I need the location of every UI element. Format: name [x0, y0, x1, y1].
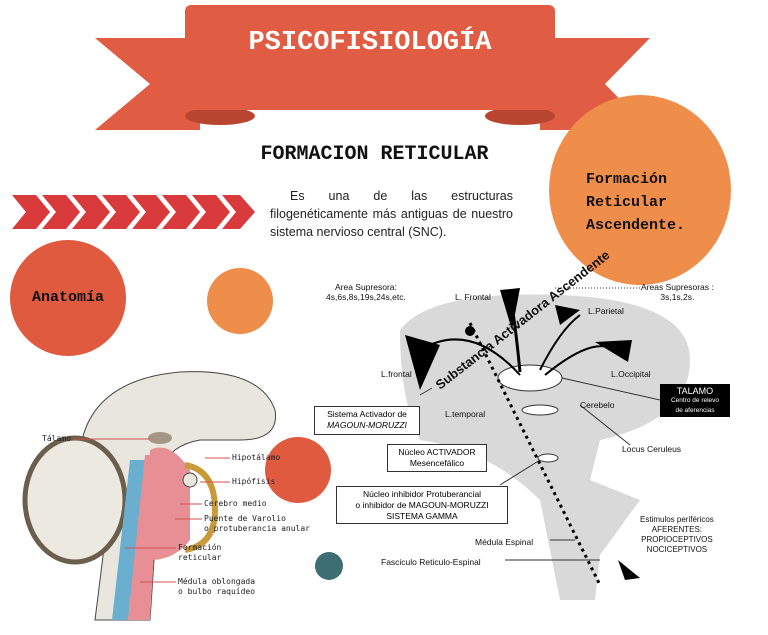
label-cerebelo: Cerebelo: [580, 400, 615, 410]
intro-paragraph: Es una de las estructuras filogenéticame…: [270, 189, 513, 239]
label-cerebro-medio: Cerebro medio: [204, 499, 267, 508]
label-area-supresora: Area Supresora:4s,6s,8s,19s,24s,etc.: [326, 282, 406, 302]
badge-line: Reticular: [586, 194, 668, 211]
orange-dot: [207, 268, 273, 334]
label-l-occipital: L.Occipital: [611, 369, 651, 379]
red-dot: [265, 437, 331, 503]
ascendente-circle: [549, 95, 731, 285]
ascendente-badge: Formación Reticular Ascendente.: [586, 168, 685, 237]
label-fasciculo: Fasciculo Reticulo-Espinal: [381, 557, 481, 567]
label-areas-supresoras: Areas Supresoras :3s,1s,2s.: [641, 282, 714, 302]
label-l-frontal: L.frontal: [381, 369, 412, 379]
label-talamo: Tálamo: [42, 434, 71, 443]
label-locus-ceruleus: Locus Ceruleus: [622, 444, 682, 454]
label-l-frontal-top: L. Frontal: [455, 292, 491, 302]
chevron-arrows: [12, 195, 255, 229]
teal-dot: [315, 552, 343, 580]
label-hipofisis: Hipófisis: [232, 477, 276, 486]
badge-line: Ascendente.: [586, 217, 686, 234]
label-medula-espinal: Médula Espinal: [475, 537, 534, 547]
anatomia-badge: Anatomía: [31, 289, 104, 306]
label-hipotalamo: Hipotálamo: [232, 453, 281, 462]
anatomy-leader-lines: [73, 438, 230, 583]
banner-title: PSICOFISIOLOGÍA: [248, 28, 492, 58]
brain-sagittal-illustration: [22, 371, 277, 621]
badge-line: Formación: [586, 171, 668, 188]
ribbon-banner: [95, 5, 650, 130]
section-heading: FORMACION RETICULAR: [260, 143, 489, 166]
label-l-parietal: L.Parietal: [588, 306, 624, 316]
label-l-temporal: L.temporal: [445, 409, 486, 419]
anatomia-circle: [10, 240, 126, 356]
reticular-diagram: [400, 287, 690, 600]
